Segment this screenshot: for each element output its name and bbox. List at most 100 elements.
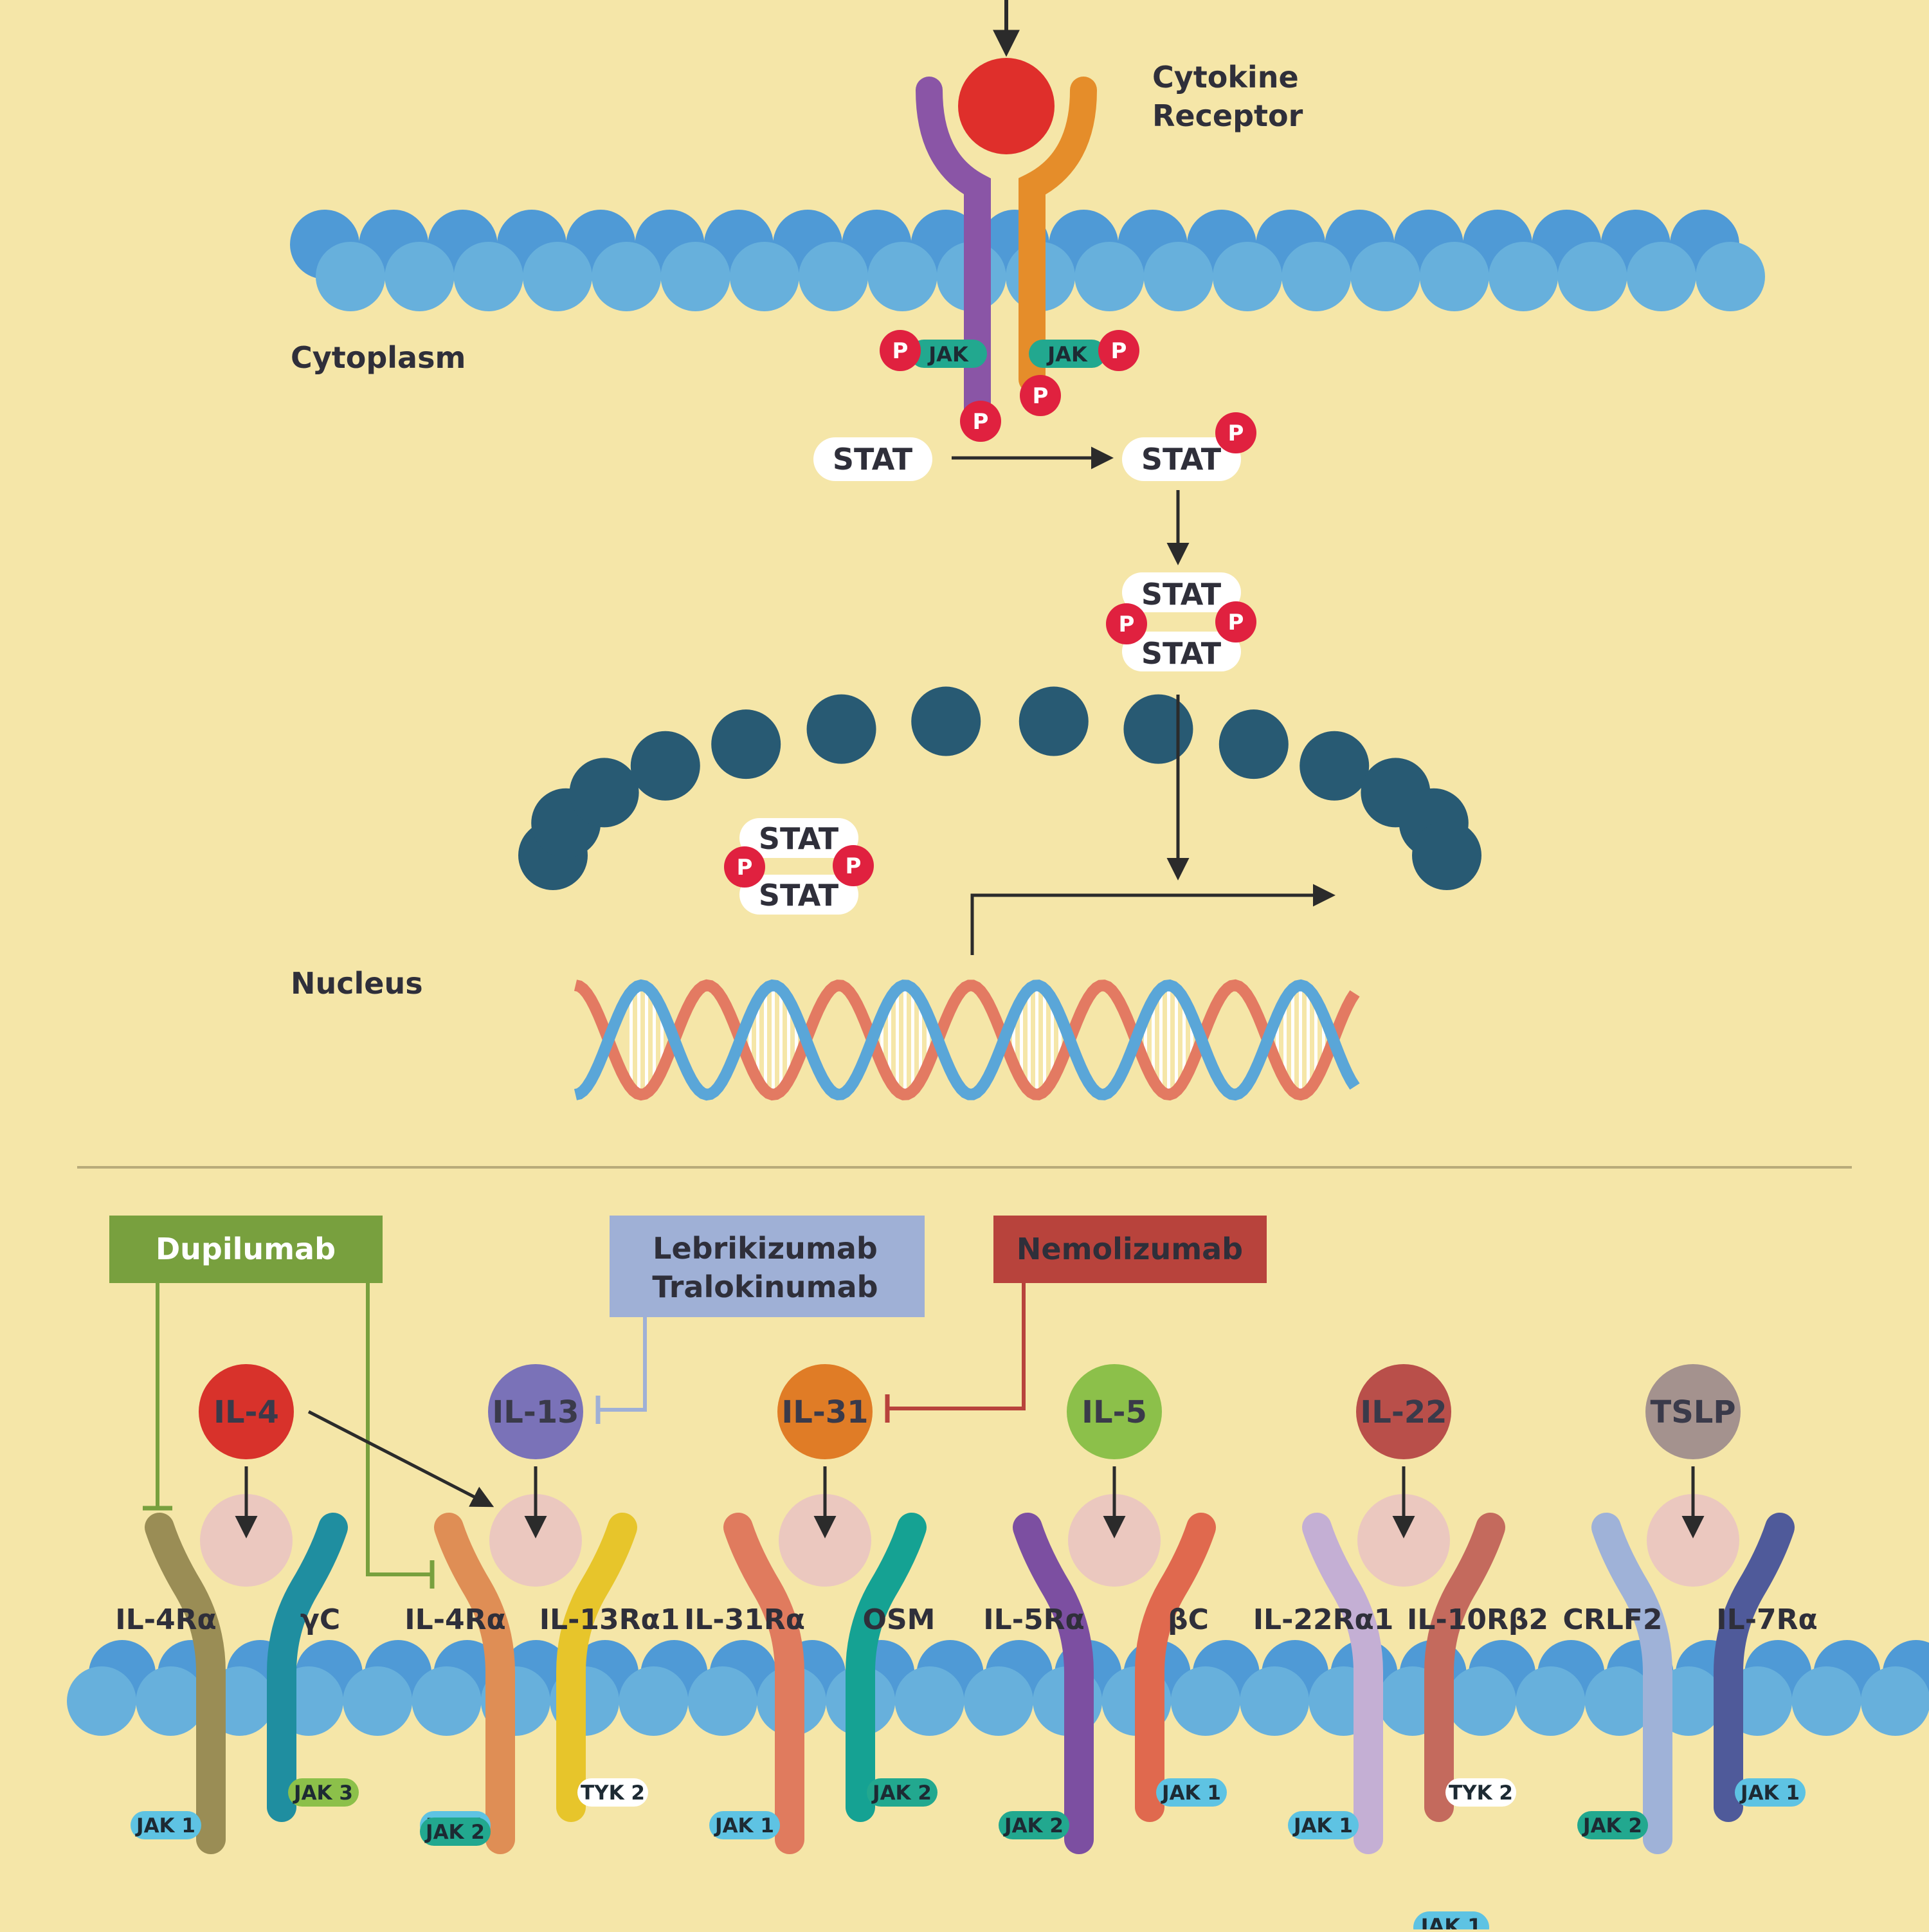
svg-text:IL-31: IL-31	[781, 1394, 868, 1430]
lipid-head	[1860, 1666, 1929, 1736]
svg-text:P: P	[892, 338, 909, 364]
kinase-tag: JAK 2	[999, 1811, 1069, 1839]
svg-text:JAK 2: JAK 2	[424, 1821, 485, 1844]
phosphate-icon: P	[880, 330, 921, 371]
kinase-tag: JAK 3	[288, 1778, 359, 1807]
phosphate-icon: P	[1020, 375, 1061, 416]
nuclear-pore-bead	[806, 694, 876, 764]
dupilumab-inhibition-il13	[366, 1283, 432, 1576]
svg-text:IL-5: IL-5	[1082, 1394, 1147, 1430]
svg-text:P: P	[737, 855, 753, 880]
svg-text:STAT: STAT	[833, 442, 913, 477]
stat-dimer-cytoplasm: STAT STAT P P	[1106, 572, 1256, 671]
receptor-chain-right	[1135, 1513, 1216, 1822]
kinase-tag: JAK 1	[131, 1811, 201, 1839]
kinase-tag: JAK 1	[1156, 1778, 1227, 1807]
binding-site	[779, 1494, 871, 1587]
chain-label-right: γC	[300, 1603, 340, 1636]
binding-site	[1357, 1494, 1450, 1587]
lipid-head	[1170, 1666, 1240, 1736]
svg-text:JAK 2: JAK 2	[871, 1782, 932, 1805]
lipid-head	[1489, 242, 1559, 311]
svg-text:JAK 3: JAK 3	[293, 1782, 353, 1805]
svg-text:TYK 2: TYK 2	[581, 1782, 645, 1805]
kinase-tag: JAK 1	[1735, 1778, 1806, 1807]
lipid-head	[1281, 242, 1352, 311]
lipid-head	[1350, 242, 1420, 311]
dna-helix	[574, 979, 1360, 1101]
lipid-head	[1557, 242, 1627, 311]
receptor-chain-left	[1591, 1513, 1672, 1854]
svg-text:JAK: JAK	[1046, 342, 1088, 367]
chain-label-right: βC	[1168, 1603, 1209, 1636]
svg-text:P: P	[1119, 612, 1135, 637]
lipid-head	[592, 242, 662, 311]
svg-text:JAK 2: JAK 2	[1003, 1814, 1064, 1837]
receptor-chain-right	[267, 1513, 348, 1822]
nuclear-pore-bead	[711, 709, 781, 779]
kinase-tag: TYK 2	[577, 1778, 648, 1807]
svg-text:IL-22: IL-22	[1360, 1394, 1447, 1430]
lipid-head	[894, 1666, 964, 1736]
receptor-label-line2: Receptor	[1152, 98, 1303, 133]
svg-text:STAT: STAT	[1141, 442, 1222, 477]
nemolizumab-inhibition	[887, 1283, 1026, 1410]
chain-label-left: CRLF2	[1563, 1603, 1663, 1636]
chain-label-left: IL-5Rα	[983, 1603, 1084, 1636]
kinase-tag: JAK 2	[867, 1778, 937, 1807]
nucleus-label: Nucleus	[291, 966, 423, 1001]
cytokine-ligand	[958, 58, 1055, 154]
lipid-head	[1240, 1666, 1310, 1736]
lipid-head	[867, 242, 937, 311]
receptor-chain-right	[1424, 1513, 1505, 1822]
nuclear-pore-bead	[630, 731, 700, 801]
svg-text:P: P	[846, 853, 862, 879]
kinase-tag: JAK 2	[420, 1818, 491, 1846]
lipid-head	[343, 1666, 413, 1736]
svg-text:JAK: JAK	[927, 342, 969, 367]
binding-site	[200, 1494, 293, 1587]
stat-dimer-nucleus: STAT STAT P P	[724, 818, 874, 915]
chain-label-right: IL-13Rα1	[539, 1603, 680, 1636]
chain-label-left: IL-4Rα	[115, 1603, 216, 1636]
receptor-chain-right	[1019, 77, 1097, 393]
svg-text:P: P	[1033, 383, 1049, 409]
lipid-head	[1791, 1666, 1861, 1736]
chain-label-left: IL-31Rα	[684, 1603, 805, 1636]
svg-text:JAK 1: JAK 1	[1739, 1782, 1800, 1805]
lipid-head	[729, 242, 799, 311]
kinase-tag: TYK 2	[1445, 1778, 1516, 1807]
lipid-head	[1419, 242, 1489, 311]
binding-site	[1068, 1494, 1161, 1587]
svg-text:P: P	[1111, 338, 1127, 364]
nuclear-pore-bead	[1123, 694, 1193, 764]
tralokinumab-label: Tralokinumab	[652, 1270, 878, 1304]
kinase-tag: JAK 1	[1288, 1811, 1359, 1839]
dna-strand-a	[574, 979, 1360, 1101]
jak-tag-left: JAK	[910, 340, 987, 368]
svg-text:P: P	[1228, 610, 1244, 635]
cytokine-il-22: IL-22	[1356, 1364, 1451, 1459]
svg-text:IL-13: IL-13	[492, 1394, 579, 1430]
lipid-head	[1696, 242, 1765, 311]
lebrikizumab-label: Lebrikizumab	[653, 1231, 878, 1266]
lipid-head	[1074, 242, 1145, 311]
nuclear-pore-bead	[1412, 821, 1481, 890]
lipid-head	[799, 242, 869, 311]
lipid-head	[522, 242, 592, 311]
receptor-chain-right	[846, 1513, 927, 1822]
nemolizumab-label: Nemolizumab	[1017, 1232, 1243, 1266]
chain-label-right: IL-7Rα	[1716, 1603, 1817, 1636]
nuclear-pore-bead	[569, 758, 639, 828]
lipid-head	[1516, 1666, 1586, 1736]
receptor-chain-left	[916, 77, 991, 425]
binding-site	[1647, 1494, 1739, 1587]
chain-label-right: OSM	[863, 1603, 936, 1636]
svg-text:STAT: STAT	[1141, 636, 1222, 671]
phosphate-icon: P	[1098, 330, 1139, 371]
lipid-head	[67, 1666, 136, 1736]
